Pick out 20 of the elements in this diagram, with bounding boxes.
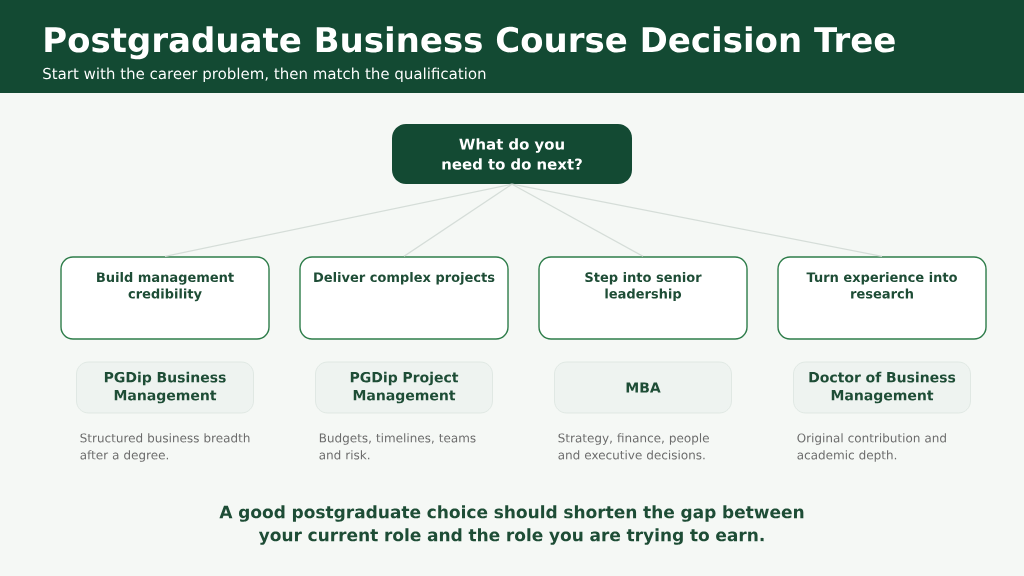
- connector-line: [164, 183, 513, 257]
- title: Postgraduate Business Course Decision Tree: [45, 26, 895, 60]
- goal-box: Turn experience into research: [777, 256, 987, 340]
- question-box: What do you need to do next?: [392, 124, 632, 184]
- subtitle: Start with the career problem, then match the qualification: [43, 67, 486, 83]
- connector-line: [403, 183, 513, 257]
- description: Strategy, finance, people and executive decisions.: [558, 433, 709, 460]
- caption: A good postgraduate choice should shorten the gap between your current role and the role you are trying to earn.: [219, 505, 804, 545]
- connector-line: [511, 183, 644, 257]
- connector-line: [511, 183, 883, 257]
- goal-box: Build management credibility: [60, 256, 270, 340]
- qualification-box: PGDip Project Management: [315, 361, 493, 414]
- description: Structured business breadth after a degree.: [80, 433, 250, 462]
- qualification-box: Doctor of Business Management: [793, 361, 971, 414]
- qualification-box: PGDip Business Management: [76, 361, 254, 414]
- description: Original contribution and academic depth.: [797, 433, 946, 462]
- description: Budgets, timelines, teams and risk.: [319, 433, 476, 460]
- goal-box: Step into senior leadership: [538, 256, 748, 340]
- goal-box: Deliver complex projects: [299, 256, 509, 340]
- qualification-box: MBA: [554, 361, 732, 414]
